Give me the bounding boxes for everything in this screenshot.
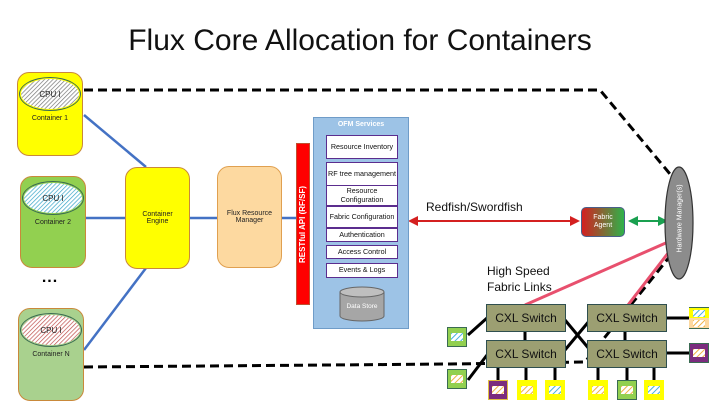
memory-chip-icon xyxy=(492,386,504,394)
dashed-link-top xyxy=(84,88,692,199)
container-ellipsis: ... xyxy=(41,269,59,286)
cpu-hatch-icon xyxy=(24,183,82,213)
device-purple-orange[interactable] xyxy=(488,380,508,400)
service-events-logs[interactable]: Events & Logs xyxy=(326,263,398,278)
restful-api-bar[interactable]: RESTful API (RF/SF) xyxy=(296,143,310,305)
memory-chip-icon xyxy=(521,386,533,394)
fabric-agent-label: Fabric Agent xyxy=(593,214,613,229)
memory-chip-icon xyxy=(451,375,463,383)
cxl-switch-bottom-right[interactable]: CXL Switch xyxy=(587,340,667,368)
device-green-blue[interactable] xyxy=(447,327,467,347)
fabric-links-label: High Speed Fabric Links xyxy=(487,264,552,295)
cpu-ellipse: CPU I xyxy=(20,313,82,347)
ofm-services-title: OFM Services xyxy=(337,121,385,128)
device-yellow-orange[interactable] xyxy=(517,380,537,400)
cxl-switch-top-right[interactable]: CXL Switch xyxy=(587,304,667,332)
service-authentication[interactable]: Authentication xyxy=(326,228,398,242)
cpu-ellipse: CPU I xyxy=(19,77,81,111)
device-yellow-blue[interactable] xyxy=(545,380,565,400)
link-containerN-engine xyxy=(83,267,147,351)
container-label: Container 2 xyxy=(34,219,72,226)
flux-resource-manager-label: Flux Resource Manager xyxy=(226,210,273,224)
hardware-manager-label: Hardware Manager(s) xyxy=(676,184,684,253)
container-n[interactable]: CPU I Container N xyxy=(18,308,84,401)
cpu-hatch-icon xyxy=(21,79,79,109)
service-rf-tree-management[interactable]: RF tree management xyxy=(326,162,398,186)
page-title: Flux Core Allocation for Containers xyxy=(128,24,592,57)
cpu-label: CPU I xyxy=(42,193,64,203)
cpu-ellipse: CPU I xyxy=(22,181,84,215)
memory-chip-icon xyxy=(693,309,705,317)
protocol-label: Redfish/Swordfish xyxy=(426,200,523,214)
service-access-control[interactable]: Access Control xyxy=(326,245,398,259)
memory-chip-icon xyxy=(621,386,633,394)
device-top-half xyxy=(689,308,709,318)
container-1[interactable]: CPU I Container 1 xyxy=(17,72,83,156)
container-engine[interactable]: Container Engine xyxy=(125,167,190,269)
container-2[interactable]: CPU I Container 2 xyxy=(20,176,86,268)
memory-chip-icon xyxy=(549,386,561,394)
device-green-orange[interactable] xyxy=(447,369,467,389)
fabric-link-1 xyxy=(524,240,669,307)
container-engine-label: Container Engine xyxy=(142,211,173,225)
memory-chip-icon xyxy=(693,319,705,327)
memory-chip-icon xyxy=(648,386,660,394)
device-yellow-blue-2[interactable] xyxy=(644,380,664,400)
cpu-label: CPU I xyxy=(40,325,62,335)
device-green-orange-2[interactable] xyxy=(617,380,637,400)
service-resource-configuration[interactable]: Resource Configuration xyxy=(326,185,398,206)
cxl-switch-top-left[interactable]: CXL Switch xyxy=(486,304,566,332)
flux-resource-manager[interactable]: Flux Resource Manager xyxy=(217,166,282,268)
fabric-agent[interactable]: Fabric Agent xyxy=(581,207,625,237)
hardware-manager-ellipse[interactable] xyxy=(664,166,694,280)
memory-chip-icon xyxy=(451,333,463,341)
cxl-switch-bottom-left[interactable]: CXL Switch xyxy=(486,340,566,368)
dashed-link-bottom xyxy=(83,249,677,369)
service-fabric-configuration[interactable]: Fabric Configuration xyxy=(326,206,398,228)
device-bottom-half xyxy=(689,318,709,328)
memory-chip-icon xyxy=(592,386,604,394)
container-label: Container N xyxy=(32,351,70,358)
restful-api-label: RESTful API (RF/SF) xyxy=(298,185,308,263)
link-container1-engine xyxy=(83,114,147,168)
container-label: Container 1 xyxy=(31,115,69,122)
cpu-hatch-icon xyxy=(22,315,80,345)
service-resource-inventory[interactable]: Resource Inventory xyxy=(326,135,398,159)
data-store[interactable]: Data Store xyxy=(339,286,385,322)
database-icon xyxy=(339,286,385,322)
data-store-label: Data Store xyxy=(346,303,378,310)
memory-chip-icon xyxy=(693,349,705,357)
device-yellow-orange-2[interactable] xyxy=(588,380,608,400)
fabric-link-2 xyxy=(626,247,674,306)
cpu-label: CPU I xyxy=(39,89,61,99)
device-purple-orange-2[interactable] xyxy=(689,343,709,363)
ofm-services-panel[interactable]: OFM Services Resource Inventory RF tree … xyxy=(313,117,409,329)
device-split-blue-orange[interactable] xyxy=(689,307,709,329)
